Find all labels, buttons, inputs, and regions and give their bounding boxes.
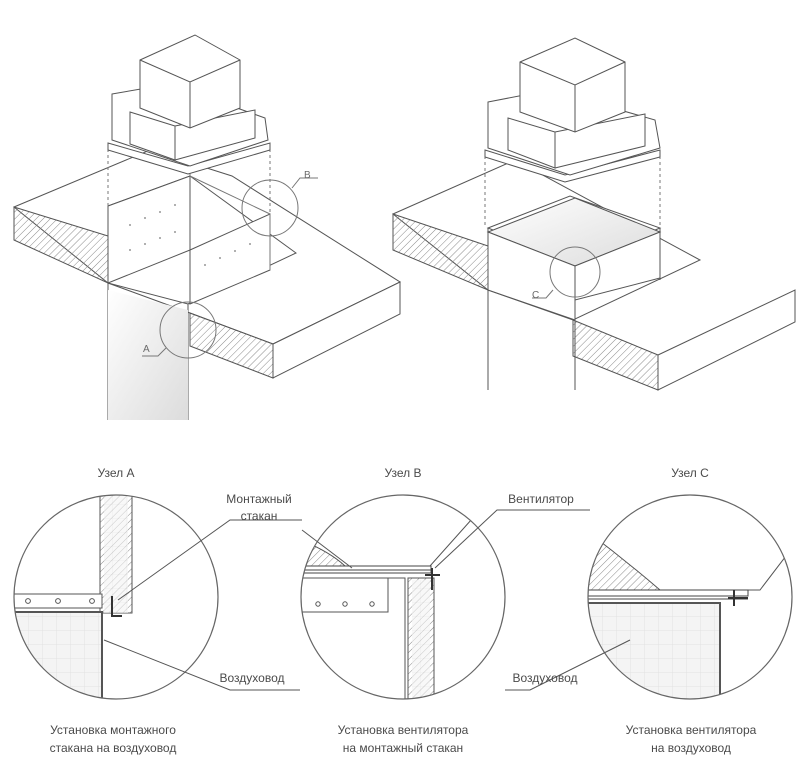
- callout-mount-line2: стакан: [241, 509, 278, 523]
- left-callouts: [142, 177, 318, 359]
- detail-c-duct: [588, 603, 720, 699]
- left-fan-plate: [107, 142, 271, 175]
- detail-c: [587, 494, 793, 700]
- detail-b-sleeve: [301, 577, 406, 699]
- right-isometric-view: [392, 37, 796, 391]
- callout-duct-2: Воздуховод: [513, 671, 578, 685]
- left-isometric-view: [13, 34, 402, 420]
- detail-a: [13, 494, 219, 700]
- detail-c-fan-plate: [588, 589, 749, 597]
- node-c-caption-2: на воздуховод: [651, 741, 731, 755]
- label-c: C: [532, 290, 539, 301]
- callout-fan: Вентилятор: [508, 492, 574, 506]
- node-a-title: Узел А: [98, 466, 135, 480]
- detail-b: [300, 494, 506, 700]
- callout-circle-a: [159, 301, 217, 359]
- callout-duct-1: Воздуховод: [220, 671, 285, 685]
- leader-lines: [103, 509, 631, 691]
- node-b-caption-2: на монтажный стакан: [343, 741, 463, 755]
- left-slab-front-right-2: [272, 281, 401, 379]
- node-c-caption-1: Установка вентилятора: [626, 723, 757, 737]
- right-fan-plate: [484, 149, 661, 183]
- right-slab-front-right: [572, 319, 659, 391]
- node-a-caption-1: Установка монтажного: [50, 723, 176, 737]
- label-a: A: [143, 344, 150, 355]
- node-b-title: Узел B: [385, 466, 422, 480]
- callout-circle-c: [549, 246, 601, 298]
- detail-a-sleeve-flange: [14, 593, 103, 609]
- label-b: B: [304, 170, 311, 181]
- node-b-caption-1: Установка вентилятора: [338, 723, 469, 737]
- node-c-title: Узел C: [671, 466, 709, 480]
- right-fan-top-box: [519, 37, 626, 133]
- right-callouts: [532, 246, 601, 299]
- node-a-caption-2: стакана на воздуховод: [50, 741, 177, 755]
- callout-circle-b: [241, 179, 299, 237]
- detail-a-duct: [14, 612, 102, 699]
- callout-mount-line1: Монтажный: [226, 492, 291, 506]
